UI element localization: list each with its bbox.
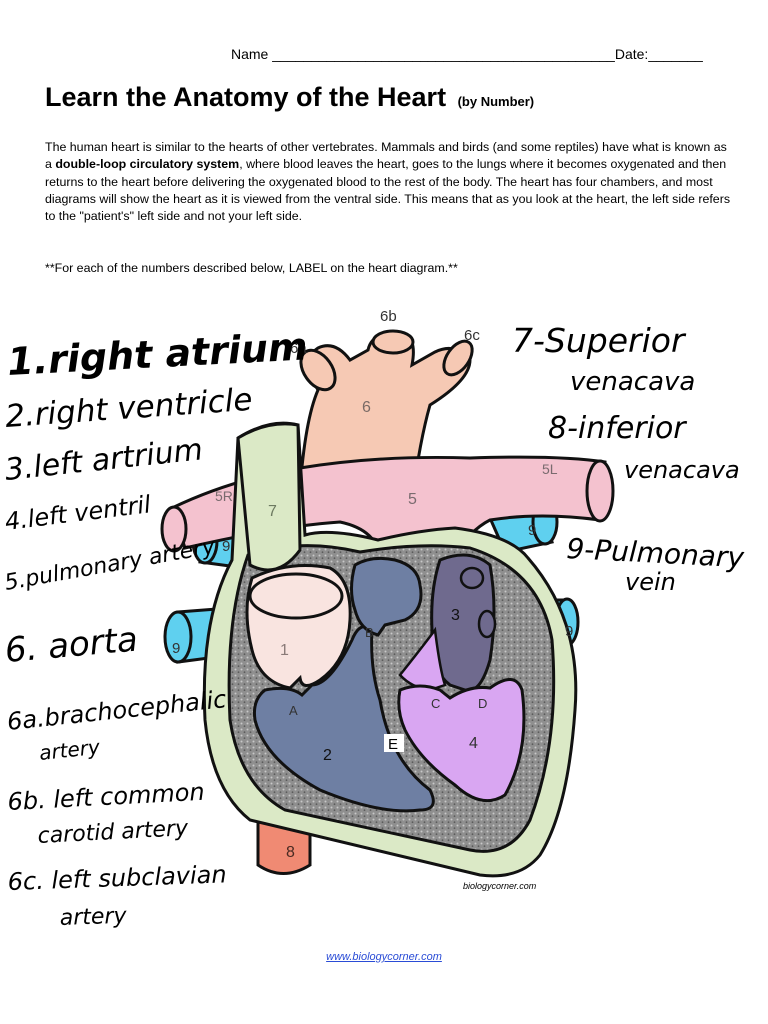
name-label: Name bbox=[231, 46, 269, 62]
note-6b-line1: 6b. left common bbox=[7, 778, 205, 816]
note-2: 2.right ventricle bbox=[4, 382, 253, 435]
label-A: A bbox=[289, 703, 298, 718]
label-6: 6 bbox=[362, 399, 371, 416]
label-2: 2 bbox=[323, 747, 332, 764]
date-label: Date: bbox=[614, 46, 649, 62]
label-6b: 6b bbox=[380, 308, 397, 325]
left-atrium bbox=[430, 553, 497, 693]
footer-link[interactable]: www.biologycorner.com bbox=[326, 951, 442, 963]
label-E: E bbox=[388, 736, 398, 753]
intro-text-2: , where blood leaves the heart, goes to … bbox=[45, 157, 731, 224]
superior-vena-cava bbox=[236, 422, 302, 572]
name-blank[interactable]: ________________________________________… bbox=[272, 46, 615, 62]
page-title: Learn the Anatomy of the Heart (by Numbe… bbox=[45, 82, 534, 113]
note-6: 6. aorta bbox=[3, 620, 139, 671]
note-6c-line1: 6c. left subclavian bbox=[7, 860, 227, 896]
instruction-text: **For each of the numbers described belo… bbox=[45, 261, 458, 275]
intro-text-1: The human heart is similar to the hearts… bbox=[45, 140, 727, 172]
diagram-credit: biologycorner.com bbox=[463, 881, 537, 891]
note-8-line1: 8-inferior bbox=[548, 411, 687, 446]
note-6a-line2: artery bbox=[38, 735, 102, 765]
label-5: 5 bbox=[408, 491, 417, 508]
left-ventricle bbox=[397, 678, 526, 803]
label-D: D bbox=[478, 696, 487, 711]
intro-paragraph: The human heart is similar to the hearts… bbox=[45, 139, 731, 225]
heart-diagram: 6a 6b 6c 6 5 5L 5R 7 9 9 9 9 1 2 3 4 8 A… bbox=[3, 308, 746, 931]
label-9-right-lower: 9 bbox=[172, 640, 180, 657]
note-7-line2: venacava bbox=[570, 367, 695, 397]
label-3: 3 bbox=[451, 607, 460, 624]
name-date-line: Name ___________________________________… bbox=[231, 46, 703, 62]
label-E-box bbox=[384, 734, 404, 752]
note-6c-line2: artery bbox=[59, 904, 128, 931]
note-8-line2: venacava bbox=[624, 456, 740, 484]
label-9-left-lower: 9 bbox=[565, 623, 573, 640]
note-3: 3.left artrium bbox=[3, 432, 204, 488]
note-6b-line2: carotid artery bbox=[37, 816, 190, 849]
pulmonary-trunk-chamber bbox=[350, 556, 423, 637]
note-5: 5.pulmonary artery bbox=[3, 534, 218, 596]
note-1: 1.right atrium bbox=[6, 324, 308, 384]
label-8: 8 bbox=[286, 844, 295, 861]
label-5R: 5R bbox=[215, 488, 233, 504]
label-6c: 6c bbox=[464, 327, 480, 344]
note-4: 4.left ventril bbox=[3, 490, 152, 536]
label-B: B bbox=[365, 625, 374, 640]
intro-bold-term: double-loop circulatory system bbox=[55, 157, 240, 172]
date-blank[interactable]: _______ bbox=[648, 46, 703, 62]
note-7-line1: 7-Superior bbox=[512, 321, 687, 360]
right-atrium bbox=[245, 564, 352, 690]
label-C: C bbox=[431, 696, 440, 711]
label-1: 1 bbox=[280, 642, 289, 659]
note-9-line2: vein bbox=[625, 568, 676, 596]
title-sub: (by Number) bbox=[457, 94, 535, 109]
label-5L: 5L bbox=[542, 461, 558, 477]
label-4: 4 bbox=[469, 735, 478, 752]
label-7: 7 bbox=[268, 503, 277, 520]
label-9-left-upper: 9 bbox=[528, 522, 536, 539]
title-main: Learn the Anatomy of the Heart bbox=[45, 82, 447, 112]
label-9-right-upper: 9 bbox=[222, 538, 230, 555]
right-ventricle bbox=[253, 625, 435, 813]
note-6a-line1: 6a.brachocephalic bbox=[6, 685, 228, 736]
label-6a: 6a bbox=[290, 340, 307, 357]
